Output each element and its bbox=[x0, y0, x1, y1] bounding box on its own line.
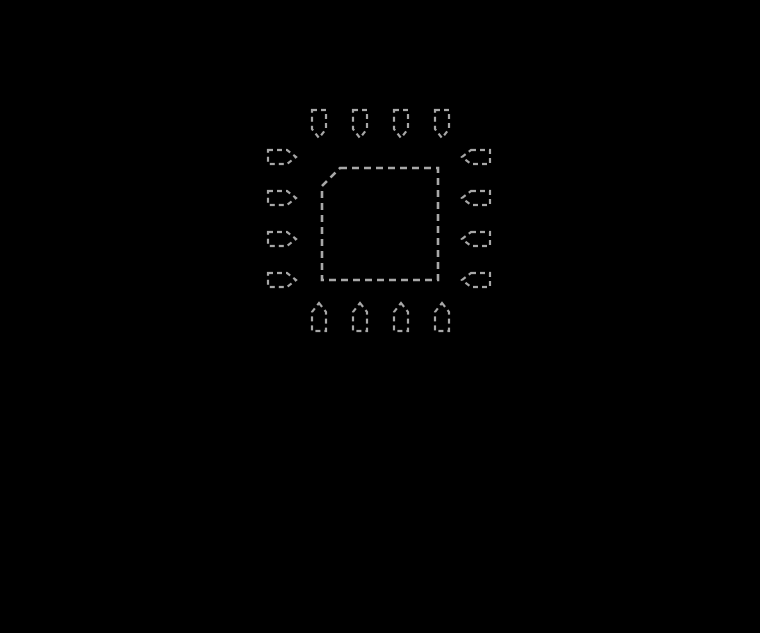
pad-right-1[interactable] bbox=[460, 148, 492, 166]
pad-left-3[interactable] bbox=[266, 230, 298, 248]
pad-top-2[interactable] bbox=[351, 108, 369, 140]
pad-bottom-2[interactable] bbox=[351, 301, 369, 333]
pad-right-2[interactable] bbox=[460, 189, 492, 207]
pad-bottom-4[interactable] bbox=[433, 301, 451, 333]
top-pad-row[interactable] bbox=[310, 108, 451, 140]
package-body-outline[interactable] bbox=[320, 166, 440, 282]
right-pad-row[interactable] bbox=[460, 148, 492, 289]
pad-right-3[interactable] bbox=[460, 230, 492, 248]
pad-right-4[interactable] bbox=[460, 271, 492, 289]
pad-top-1[interactable] bbox=[310, 108, 328, 140]
left-pad-row[interactable] bbox=[266, 148, 298, 289]
pad-left-2[interactable] bbox=[266, 189, 298, 207]
bottom-pad-row[interactable] bbox=[310, 301, 451, 333]
package-body-path[interactable] bbox=[320, 166, 440, 282]
pad-top-4[interactable] bbox=[433, 108, 451, 140]
pad-top-3[interactable] bbox=[392, 108, 410, 140]
pad-left-4[interactable] bbox=[266, 271, 298, 289]
pad-bottom-3[interactable] bbox=[392, 301, 410, 333]
pad-bottom-1[interactable] bbox=[310, 301, 328, 333]
pad-left-1[interactable] bbox=[266, 148, 298, 166]
